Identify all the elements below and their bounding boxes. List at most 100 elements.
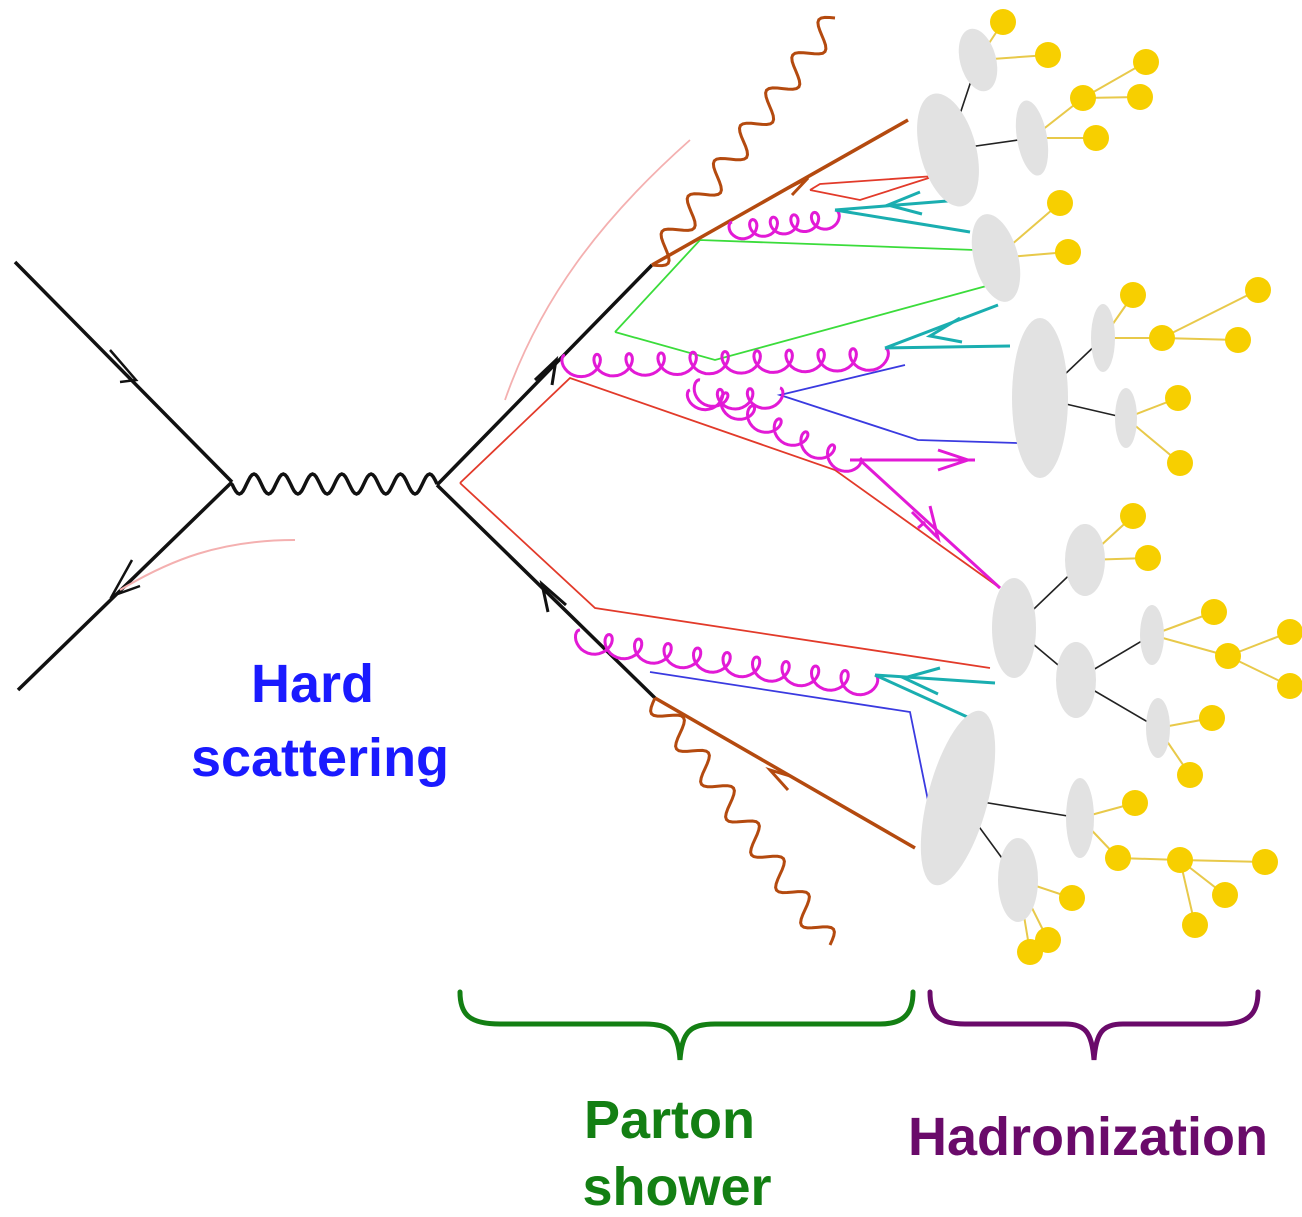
hadron-dot	[1182, 912, 1208, 938]
hadron-cluster	[920, 710, 996, 886]
hadron-dot	[1199, 705, 1225, 731]
hadron-cluster	[1066, 778, 1094, 858]
incoming-quark-lines	[13, 260, 234, 692]
antiquark-line	[884, 344, 1011, 350]
antiquark-line	[884, 303, 999, 350]
quark-arrow	[937, 448, 973, 472]
hadron-dot	[1059, 885, 1085, 911]
gluon-4	[573, 628, 880, 697]
hadron-dot	[1177, 762, 1203, 788]
hadron-dot	[1135, 545, 1161, 571]
parton-shower-label-line-2: shower	[582, 1157, 771, 1217]
faint-color-trace	[504, 139, 691, 401]
hadronization-label: Hadronization	[908, 1107, 1268, 1167]
color-line-green	[614, 284, 991, 361]
hadron-cluster	[917, 93, 979, 207]
gluon-5	[685, 386, 785, 412]
hadron-dot	[1083, 125, 1109, 151]
shower-quark-line	[858, 458, 1002, 590]
hadron-cluster	[1091, 304, 1115, 372]
hadron-cluster	[1146, 698, 1170, 758]
hadron-dot	[1245, 277, 1271, 303]
color-line-red	[809, 175, 936, 201]
color-line-green	[614, 239, 976, 333]
hadron-decay-line	[1161, 289, 1259, 339]
hadron-dot	[1047, 190, 1073, 216]
antiquark-line	[834, 198, 961, 212]
hadron-dot	[1120, 282, 1146, 308]
incoming-quark-line	[13, 260, 234, 484]
antiquark-arrow	[539, 579, 567, 613]
hadron-dot	[1167, 450, 1193, 476]
outgoing-quark-line	[435, 263, 654, 487]
hadron-dot	[1149, 325, 1175, 351]
outgoing-quark-lines	[435, 263, 657, 700]
parton-shower-label-line-1: Parton	[584, 1090, 755, 1150]
hard-scattering-label: Hard scattering	[191, 654, 449, 788]
color-line-red	[459, 482, 991, 669]
hard-scattering-label-line-2: scattering	[191, 728, 449, 788]
antiquark-arrow	[883, 190, 923, 216]
parton-shower-label: Parton shower	[582, 1090, 771, 1217]
color-line-blue	[776, 364, 1019, 444]
antiquark-arrow	[765, 767, 791, 792]
shower-antiquark-lines	[834, 190, 1011, 727]
hadron-cluster	[971, 214, 1021, 302]
hard-scattering-label-line-1: Hard	[251, 654, 374, 714]
antiquark-line	[874, 673, 996, 685]
hadron-dot	[1017, 939, 1043, 965]
hadron-dot	[1225, 327, 1251, 353]
gluon-2	[560, 346, 890, 379]
antiquark-arrow	[109, 559, 141, 599]
quark-arrow	[109, 349, 139, 384]
hadron-dot	[1277, 673, 1302, 699]
hadron-dot	[1165, 385, 1191, 411]
hadron-dot	[990, 9, 1016, 35]
hadron-dot	[1212, 882, 1238, 908]
hadron-cluster	[1065, 524, 1105, 596]
hadron-cluster	[1140, 605, 1164, 665]
hadrons	[990, 9, 1302, 965]
hadronization-brace	[927, 989, 1261, 1061]
hadron-cluster	[958, 28, 998, 92]
emitted-photon-upper	[651, 15, 836, 268]
hadron-dot	[1277, 619, 1302, 645]
hadron-dot	[1105, 845, 1131, 871]
hadron-decay-line	[1179, 859, 1266, 863]
antiquark-arrow	[925, 316, 963, 344]
hadron-cluster	[992, 578, 1036, 678]
hadron-dot	[1055, 239, 1081, 265]
parton-shower-brace	[457, 989, 916, 1061]
hadron-cluster	[1115, 388, 1137, 448]
hadron-decay-line	[1151, 634, 1229, 657]
color-lines	[459, 175, 1019, 836]
clusters	[917, 28, 1170, 922]
hadron-cluster	[998, 838, 1038, 922]
color-line-red	[459, 376, 1001, 589]
hadron-dot	[1127, 84, 1153, 110]
hadron-cluster	[1012, 318, 1068, 478]
gluon-1	[727, 208, 841, 241]
hadron-dot	[1215, 643, 1241, 669]
hadron-dot	[1120, 503, 1146, 529]
virtual-photon-wavy-line	[230, 472, 439, 496]
gluon-3	[692, 378, 863, 473]
hadron-dot	[1252, 849, 1278, 875]
hadron-dot	[1133, 49, 1159, 75]
shower-quark-lines	[850, 448, 1002, 590]
quark-line-continuation-upper	[651, 118, 909, 267]
quark-arrow	[533, 355, 559, 386]
quark-arrow	[787, 176, 810, 197]
outgoing-antiquark-line	[435, 483, 657, 700]
antiquark-line	[834, 208, 971, 234]
emitted-photon-lower	[649, 697, 836, 946]
hadron-cluster	[1056, 642, 1096, 718]
hadron-dot	[1035, 42, 1061, 68]
hadron-dot	[1167, 847, 1193, 873]
faint-color-trace	[119, 539, 296, 591]
hadron-dot	[1201, 599, 1227, 625]
hadron-cluster	[1015, 100, 1049, 176]
hadron-dot	[1122, 790, 1148, 816]
color-line-blue	[649, 671, 936, 836]
